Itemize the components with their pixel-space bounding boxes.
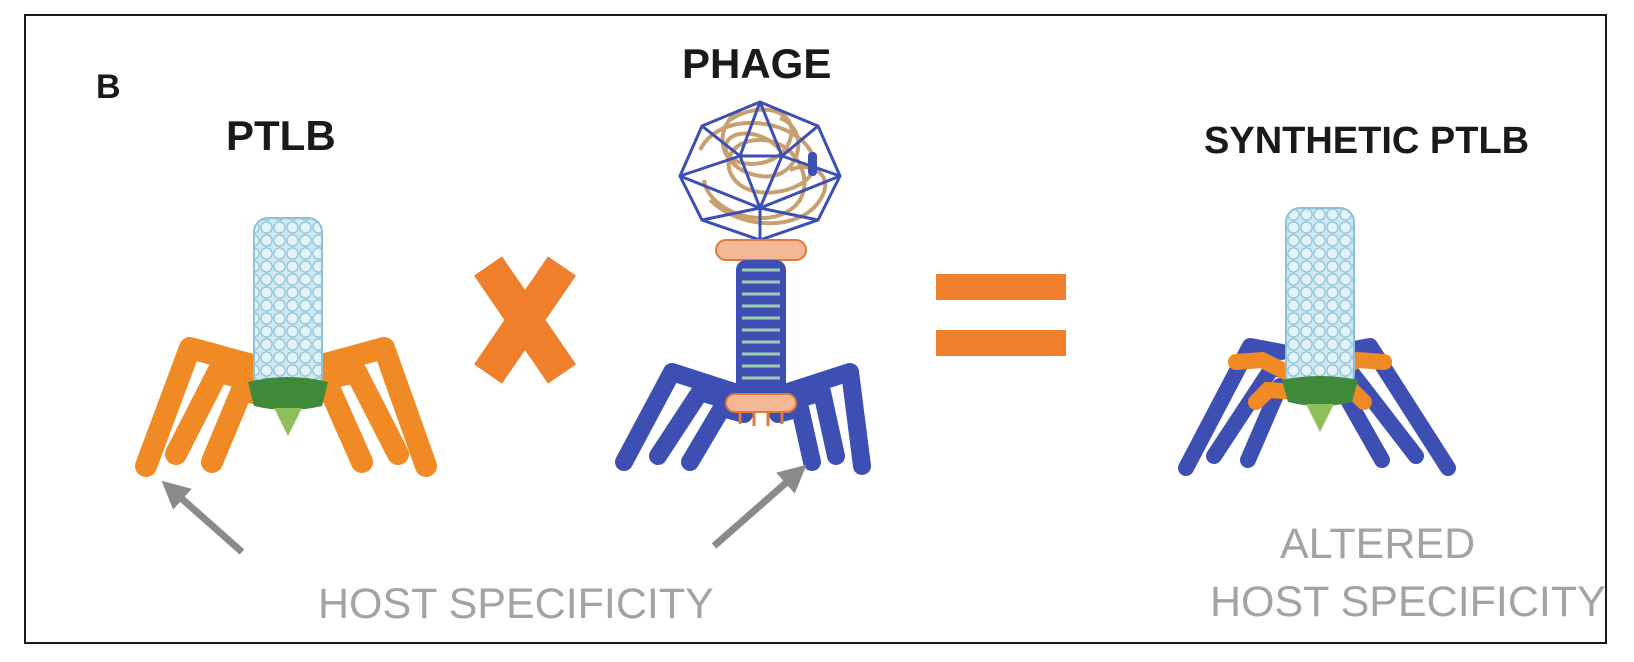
synthetic-ptlb-illustration [1178,207,1456,476]
altered-caption-line2: HOST SPECIFICITY [1210,578,1606,626]
arrow-to-phage-fibers [711,464,807,549]
phage-capsid [678,100,842,242]
ptlb-spike [274,408,302,436]
phage-spikes [738,412,784,426]
host-specificity-caption: HOST SPECIFICITY [318,580,714,628]
equals-operator-icon [936,274,1066,356]
phage-title: PHAGE [682,40,832,87]
phage-baseplate [725,393,797,413]
ptlb-tail-tube [253,217,323,391]
synthetic-baseplate [1282,376,1358,406]
ptlb-baseplate [248,377,328,410]
phage-collar [715,239,807,261]
synthetic-ptlb-title: SYNTHETIC PTLB [1204,120,1530,162]
synthetic-spike [1306,404,1334,432]
phage-dna-marker [808,152,817,176]
synthetic-tail-tube [1285,207,1355,389]
altered-caption-line1: ALTERED [1280,520,1476,568]
panel-label: B [96,68,121,106]
cross-operator-icon [473,256,577,384]
ptlb-title: PTLB [226,112,336,159]
phage-tail-rings [742,268,780,380]
phage-illustration [615,100,871,475]
ptlb-illustration [135,217,437,477]
arrow-to-ptlb-fibers [161,480,245,555]
